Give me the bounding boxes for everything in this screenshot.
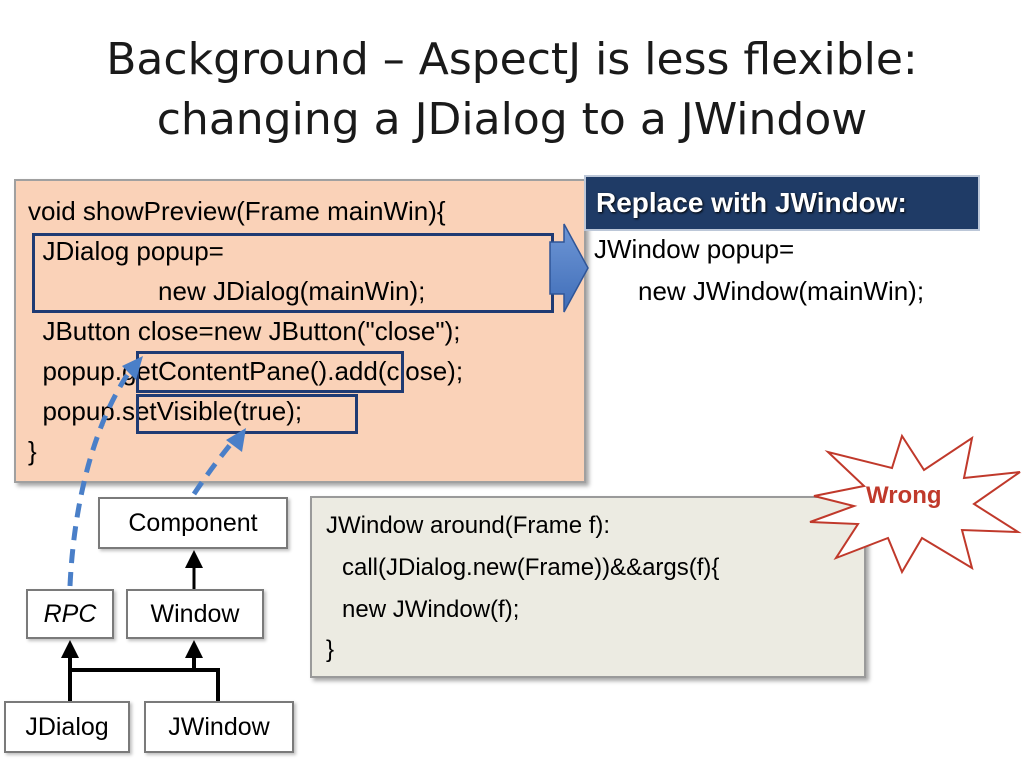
- replace-header: Replace with JWindow:: [584, 175, 980, 231]
- code-line-4: JButton close=new JButton("close");: [28, 316, 461, 346]
- aspect-line-2: call(JDialog.new(Frame))&&args(f){: [342, 554, 720, 581]
- original-code-box: void showPreview(Frame mainWin){ JDialog…: [14, 179, 586, 483]
- aspect-advice-box: JWindow around(Frame f): call(JDialog.ne…: [310, 496, 866, 678]
- code-line-7: }: [28, 436, 37, 466]
- aspect-line-4: }: [326, 636, 335, 663]
- class-jdialog: JDialog: [4, 701, 130, 753]
- class-window: Window: [126, 589, 264, 639]
- slide-title: Background – AspectJ is less flexible: c…: [0, 30, 1024, 150]
- code-line-1: void showPreview(Frame mainWin){: [28, 196, 446, 226]
- class-rpc: RPC: [26, 589, 114, 639]
- replace-line-2: new JWindow(mainWin);: [638, 276, 925, 306]
- replace-line-1: JWindow popup=: [594, 234, 795, 264]
- aspect-line-1: JWindow around(Frame f):: [326, 512, 611, 539]
- setvisible-highlight: [136, 394, 358, 434]
- aspect-line-3: new JWindow(f);: [342, 596, 520, 623]
- replace-arrow-icon: [549, 223, 589, 313]
- title-line-2: changing a JDialog to a JWindow: [156, 94, 868, 145]
- wrong-label: Wrong: [866, 482, 942, 509]
- code-line-2: JDialog popup=: [28, 236, 224, 266]
- constructor-highlight: [32, 233, 554, 313]
- code-line-3: new JDialog(mainWin);: [28, 276, 426, 306]
- class-jwindow: JWindow: [144, 701, 294, 753]
- class-component: Component: [98, 497, 288, 549]
- title-line-1: Background – AspectJ is less flexible:: [106, 34, 918, 85]
- wrong-starburst-icon: [809, 433, 1022, 575]
- getcontentpane-highlight: [136, 351, 404, 393]
